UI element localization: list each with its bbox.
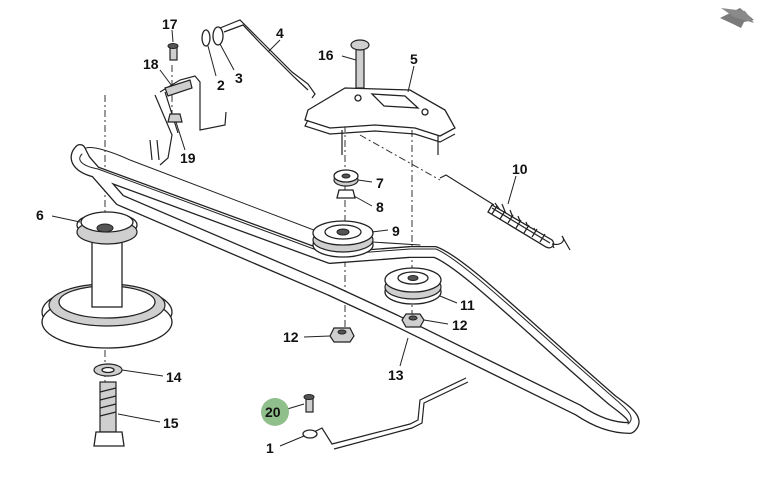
callout-9[interactable]: 9 xyxy=(392,223,400,239)
callout-5[interactable]: 5 xyxy=(410,51,418,67)
drive-pulley-assembly[interactable] xyxy=(41,211,173,447)
idler-bracket-plate[interactable] xyxy=(304,39,456,155)
drive-belt[interactable] xyxy=(70,144,640,434)
callout-labels: 17 18 19 2 3 4 16 5 10 7 8 9 6 11 12 12 … xyxy=(36,16,528,456)
callout-2[interactable]: 2 xyxy=(217,77,225,93)
callout-3[interactable]: 3 xyxy=(235,70,243,86)
bracket-assembly[interactable] xyxy=(149,43,227,166)
lock-nut-left[interactable] xyxy=(329,327,355,343)
callout-6[interactable]: 6 xyxy=(36,207,44,223)
highlight-marker xyxy=(261,398,289,426)
callout-20[interactable]: 20 xyxy=(265,404,281,420)
callout-11[interactable]: 11 xyxy=(460,297,475,313)
idler-pulley-11[interactable] xyxy=(384,267,442,305)
callout-18[interactable]: 18 xyxy=(143,56,159,72)
callout-7[interactable]: 7 xyxy=(376,175,384,191)
idler-pulley-small[interactable] xyxy=(333,169,359,199)
callout-16[interactable]: 16 xyxy=(318,47,334,63)
linkage-rod[interactable] xyxy=(201,19,316,99)
back-arrow-icon[interactable] xyxy=(720,8,754,28)
callout-12-right[interactable]: 12 xyxy=(452,317,468,333)
callout-14[interactable]: 14 xyxy=(166,369,182,385)
callout-19[interactable]: 19 xyxy=(180,150,196,166)
callout-12-left[interactable]: 12 xyxy=(283,329,299,345)
callout-15[interactable]: 15 xyxy=(163,415,179,431)
callout-17[interactable]: 17 xyxy=(162,16,178,32)
leader-lines xyxy=(51,29,517,447)
idler-pulley-9[interactable] xyxy=(312,220,374,258)
callout-10[interactable]: 10 xyxy=(512,161,528,177)
lock-nut-right[interactable] xyxy=(401,313,425,328)
callout-4[interactable]: 4 xyxy=(276,25,284,41)
callout-1[interactable]: 1 xyxy=(266,440,274,456)
belt-guide-rod[interactable] xyxy=(302,377,469,450)
callout-13[interactable]: 13 xyxy=(388,367,404,383)
callout-8[interactable]: 8 xyxy=(376,199,384,215)
tension-spring[interactable] xyxy=(439,174,571,251)
